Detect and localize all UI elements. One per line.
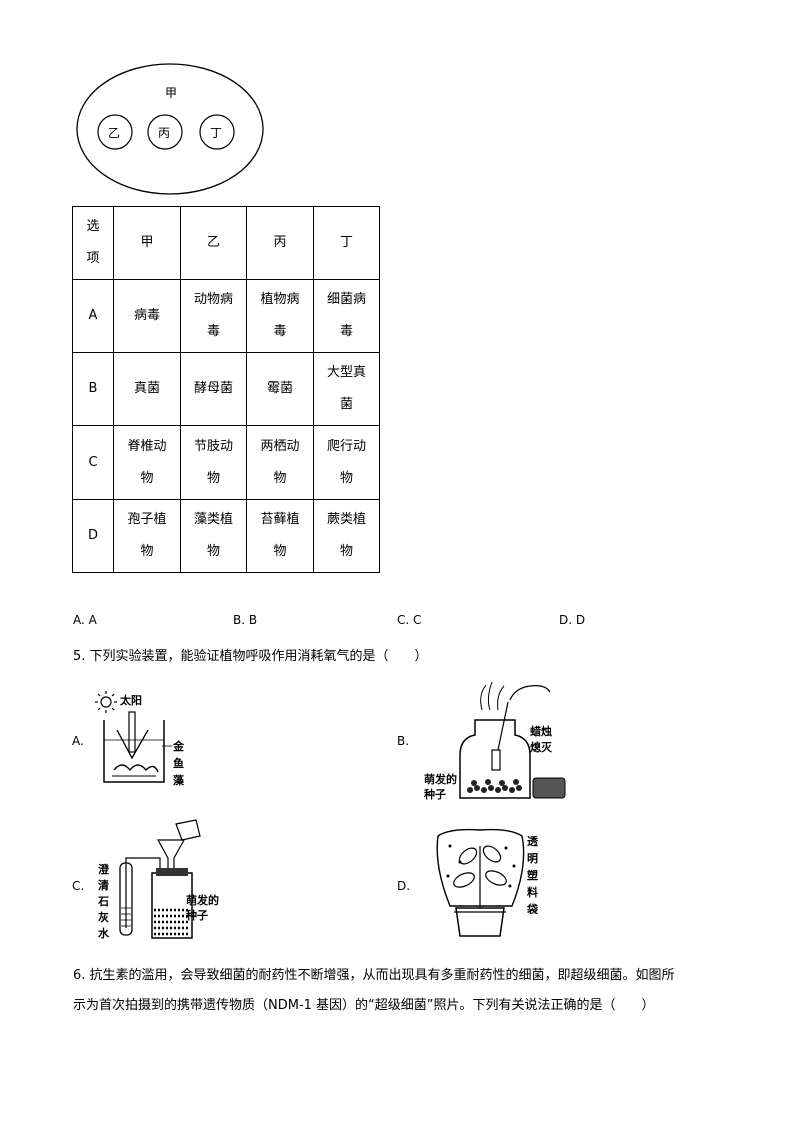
jar-lid: [532, 777, 566, 799]
table-cell: C: [88, 454, 98, 470]
table-cell: 孢子植物: [127, 512, 167, 559]
table-cell: 细菌病毒: [326, 292, 366, 339]
sun-label: 太阳: [119, 693, 142, 707]
table-row: B 真菌 酵母菌 霉菌 大型真菌: [72, 352, 380, 426]
outer-ellipse: [76, 63, 264, 195]
table-cell: 植物病毒: [260, 292, 300, 339]
choice-b[interactable]: B. B: [233, 613, 258, 627]
table-cell: 乙: [206, 235, 220, 250]
table-cell: 大型真菌: [326, 365, 366, 412]
bag-label: 透明塑料袋: [527, 835, 538, 916]
figure-a-apparatus: 太阳: [95, 691, 172, 783]
jar: [459, 719, 531, 799]
option-a-label[interactable]: A.: [72, 734, 84, 748]
table-cell: D: [87, 528, 98, 543]
table-cell: 霉菌: [266, 381, 293, 396]
option-d-label[interactable]: D.: [397, 879, 411, 893]
options-table: 选项 甲 乙 丙 丁 A 病毒 动物病毒 植物病毒 细菌病毒 B 真菌 酵母菌 …: [72, 206, 380, 573]
pouring-beaker: [175, 819, 201, 841]
option-c-label[interactable]: C.: [72, 879, 85, 893]
table-cell: 选项: [86, 219, 100, 266]
figure-c-apparatus: [119, 819, 201, 939]
question-6-line1: 6. 抗生素的滥用，会导致细菌的耐药性不断增强，从而出现具有多重耐药性的细菌，即…: [73, 968, 675, 983]
table-cell: B: [88, 381, 98, 396]
venn-inner-label: 丁: [210, 126, 222, 140]
venn-inner-label: 丙: [158, 126, 170, 140]
table-cell: A: [88, 308, 98, 323]
test-tube: [119, 862, 133, 936]
table-row: D 孢子植物 藻类植物 苔藓植物 蕨类植物: [72, 499, 380, 573]
figure-b-apparatus: [459, 681, 566, 799]
choice-a[interactable]: A. A: [73, 613, 97, 627]
question-6-line2: 示为首次拍摄到的携带遗传物质（NDM-1 基因）的“超级细菌”照片。下列有关说法…: [73, 998, 655, 1013]
table-row: A 病毒 动物病毒 植物病毒 细菌病毒: [72, 279, 380, 353]
table-cell: 蕨类植物: [326, 512, 366, 559]
option-b-label[interactable]: B.: [397, 734, 410, 748]
table-cell: 苔藓植物: [260, 512, 300, 559]
hand-icon: [509, 685, 551, 701]
table-cell: 甲: [140, 235, 154, 250]
flower-pot: [455, 907, 505, 937]
table-cell: 两栖动物: [260, 438, 300, 486]
table-cell: 动物病毒: [193, 292, 233, 339]
sun-icon: [95, 691, 117, 713]
test-tube: [128, 711, 136, 753]
venn-inner-label: 乙: [108, 126, 120, 140]
seeds: [467, 779, 522, 793]
plant-icon: [453, 845, 507, 908]
question-5-stem: 5. 下列实验装置，能验证植物呼吸作用消耗氧气的是（ ）: [73, 649, 428, 664]
plant-label: 金鱼藻: [173, 740, 184, 787]
circle-bing: [147, 114, 183, 150]
candle-label: 蜡烛熄灭: [530, 725, 552, 754]
table-row: C 脊椎动物 节肢动物 两栖动物 爬行动物: [72, 425, 380, 500]
choice-d[interactable]: D. D: [559, 613, 586, 627]
seeds-label-b: 萌发的种子: [424, 773, 457, 801]
table-cell: 真菌: [133, 381, 160, 396]
table-cell: 藻类植物: [193, 512, 233, 559]
table-cell: 病毒: [133, 308, 160, 323]
table-cell: 节肢动物: [193, 438, 233, 486]
choice-c[interactable]: C. C: [397, 613, 422, 627]
beaker: [103, 720, 165, 783]
table-cell: 酵母菌: [193, 381, 233, 396]
circle-ding: [199, 114, 235, 150]
seeds-label-c: 萌发的种子: [186, 894, 219, 922]
lime-water-label: 澄清石灰水: [98, 863, 109, 940]
venn-diagram: 甲 乙 丙 丁: [76, 63, 264, 195]
plastic-bag: [436, 828, 525, 907]
table-cell: 丁: [339, 235, 353, 250]
candle-icon: [491, 749, 501, 771]
venn-outer-label: 甲: [165, 86, 177, 100]
circle-yi: [97, 114, 133, 150]
figure-d-apparatus: [436, 828, 525, 937]
aquatic-plant-icon: [113, 764, 159, 773]
table-cell: 丙: [273, 235, 287, 250]
table-header-row: 选项 甲 乙 丙 丁: [72, 206, 380, 280]
table-cell: 爬行动物: [326, 438, 366, 486]
table-cell: 脊椎动物: [127, 438, 167, 486]
